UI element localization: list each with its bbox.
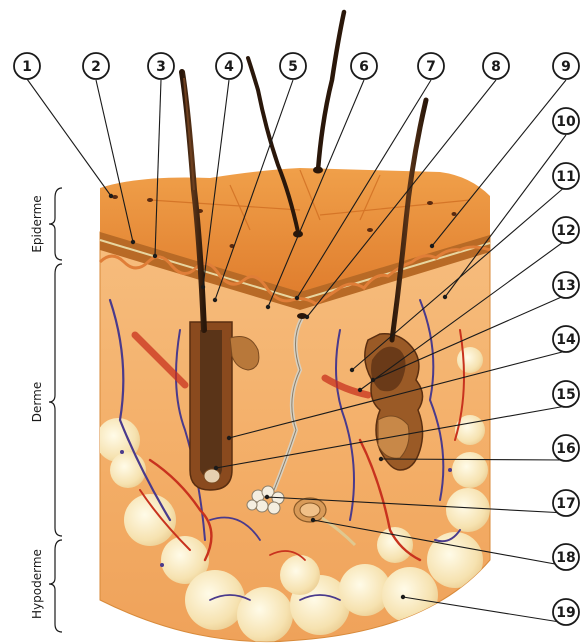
callout-15: 15 xyxy=(553,381,579,407)
svg-text:3: 3 xyxy=(156,59,166,75)
callout-3: 3 xyxy=(148,53,174,79)
callout-16: 16 xyxy=(553,435,579,461)
svg-text:4: 4 xyxy=(224,59,234,75)
callout-14: 14 xyxy=(553,326,579,352)
svg-text:9: 9 xyxy=(561,59,571,75)
svg-text:10: 10 xyxy=(556,114,576,130)
callout-1: 1 xyxy=(14,53,40,79)
callout-9: 9 xyxy=(553,53,579,79)
callout-17: 17 xyxy=(553,490,579,516)
svg-text:15: 15 xyxy=(556,387,575,403)
callout-10: 10 xyxy=(553,108,579,134)
epidermis-label: Epiderme xyxy=(30,195,44,252)
layer-brackets: Epiderme Derme Hypoderme xyxy=(30,188,62,632)
svg-text:16: 16 xyxy=(556,441,575,457)
dermis-label: Derme xyxy=(30,382,44,422)
svg-text:8: 8 xyxy=(491,59,501,75)
svg-text:1: 1 xyxy=(22,59,32,75)
svg-text:11: 11 xyxy=(556,169,575,185)
svg-text:6: 6 xyxy=(359,59,369,75)
hypodermis-brace xyxy=(49,540,62,632)
hair-shaft-center-right xyxy=(318,12,344,170)
callout-18: 18 xyxy=(553,544,579,570)
svg-text:13: 13 xyxy=(556,278,575,294)
tissue-block xyxy=(96,12,490,643)
svg-text:18: 18 xyxy=(556,550,575,566)
callout-4: 4 xyxy=(216,53,242,79)
svg-text:5: 5 xyxy=(288,59,298,75)
callout-19: 19 xyxy=(553,599,579,625)
callout-2: 2 xyxy=(83,53,109,79)
callout-7: 7 xyxy=(418,53,444,79)
epidermis-brace xyxy=(49,188,62,260)
callout-11: 11 xyxy=(553,163,579,189)
hypodermis-label: Hypoderme xyxy=(30,549,44,619)
callout-6: 6 xyxy=(351,53,377,79)
svg-text:19: 19 xyxy=(556,605,575,621)
svg-text:12: 12 xyxy=(556,223,575,239)
svg-text:14: 14 xyxy=(556,332,576,348)
dermis-brace xyxy=(49,264,62,536)
svg-text:17: 17 xyxy=(556,496,575,512)
callout-5: 5 xyxy=(280,53,306,79)
callout-12: 12 xyxy=(553,217,579,243)
svg-text:7: 7 xyxy=(426,59,436,75)
callout-8: 8 xyxy=(483,53,509,79)
svg-text:2: 2 xyxy=(91,59,101,75)
callout-13: 13 xyxy=(553,272,579,298)
